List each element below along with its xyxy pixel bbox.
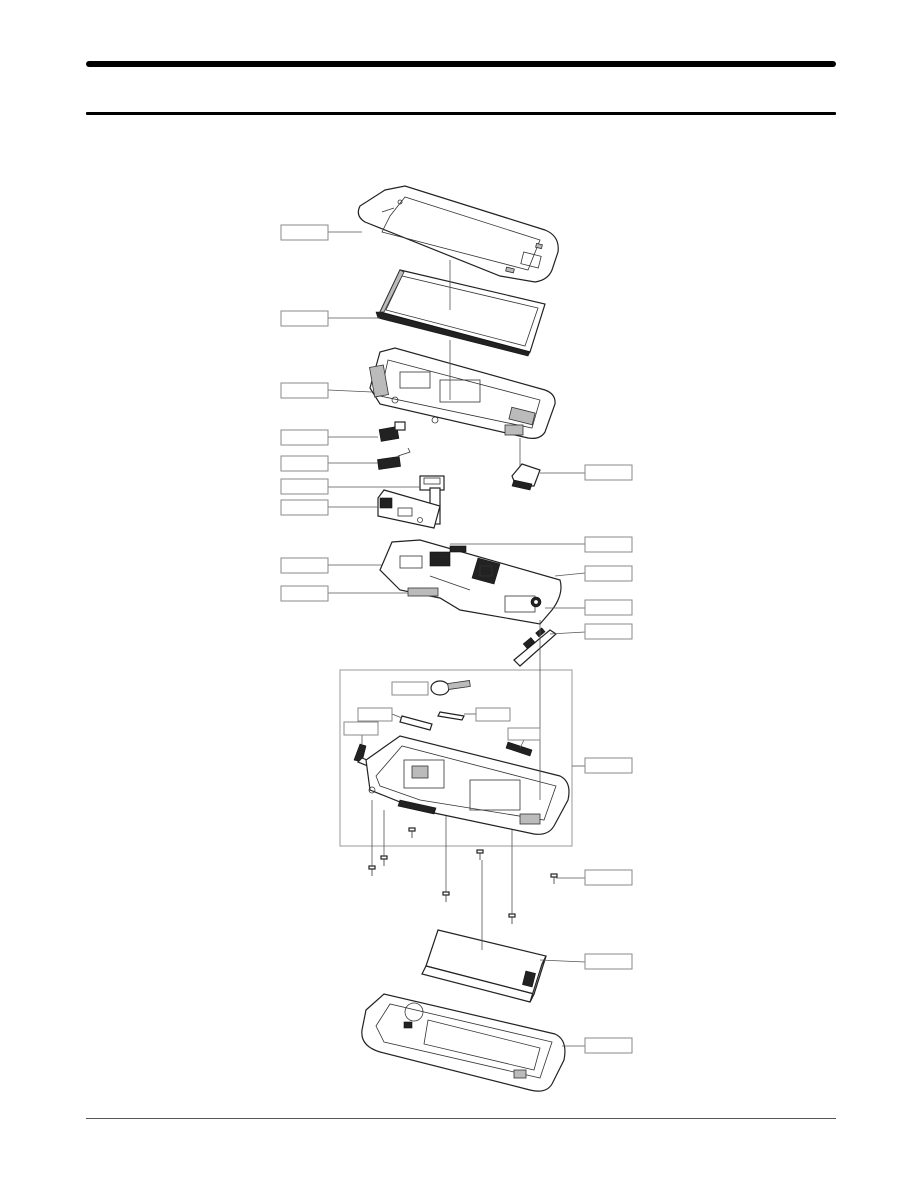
- lcd-module-part: [375, 269, 546, 357]
- callout-boxes: [280, 224, 633, 1054]
- callout-box: [280, 310, 329, 327]
- callout-box: [280, 585, 329, 602]
- volume-key-part: [505, 741, 533, 757]
- callout-box: [280, 557, 329, 574]
- callout-box: [343, 721, 379, 736]
- vibration-motor-part: [430, 680, 471, 696]
- callout-box: [584, 869, 633, 886]
- rear-case-group-frame: [339, 669, 573, 847]
- header-rule-thick: [86, 61, 836, 67]
- connector-part: [377, 447, 411, 470]
- sub-pcb-part: [377, 489, 441, 529]
- callout-box: [584, 757, 633, 774]
- leader-lines: [327, 231, 586, 1047]
- callout-box: [507, 727, 541, 741]
- callout-box: [584, 1037, 633, 1054]
- callout-box: [584, 464, 633, 481]
- header-rule-thin: [86, 112, 836, 115]
- battery-cover-part: [361, 993, 566, 1092]
- front-bracket-part: [369, 347, 556, 439]
- camera-module-part: [378, 421, 406, 442]
- footer-rule: [86, 1118, 836, 1119]
- side-key-part: [513, 627, 557, 667]
- callout-box: [280, 382, 329, 399]
- callout-box: [475, 707, 511, 722]
- callout-box: [584, 623, 633, 640]
- callout-box: [391, 681, 429, 696]
- callout-box: [280, 499, 329, 516]
- callout-box: [280, 429, 329, 446]
- callout-box: [584, 953, 633, 970]
- small-key-part: [437, 711, 465, 721]
- callout-box: [357, 707, 393, 722]
- speaker-part: [511, 463, 541, 491]
- callout-box: [584, 599, 633, 616]
- callout-box: [584, 536, 633, 553]
- callout-box: [280, 224, 329, 241]
- main-pcb-part: [379, 539, 562, 625]
- rear-case-part: [365, 735, 570, 835]
- front-window-part: [357, 185, 559, 283]
- battery-part: [421, 929, 547, 1003]
- callout-box: [280, 455, 329, 472]
- callout-box: [584, 565, 633, 582]
- side-button-part: [399, 715, 433, 731]
- screw-set-part: [368, 827, 558, 924]
- callout-box: [280, 478, 329, 495]
